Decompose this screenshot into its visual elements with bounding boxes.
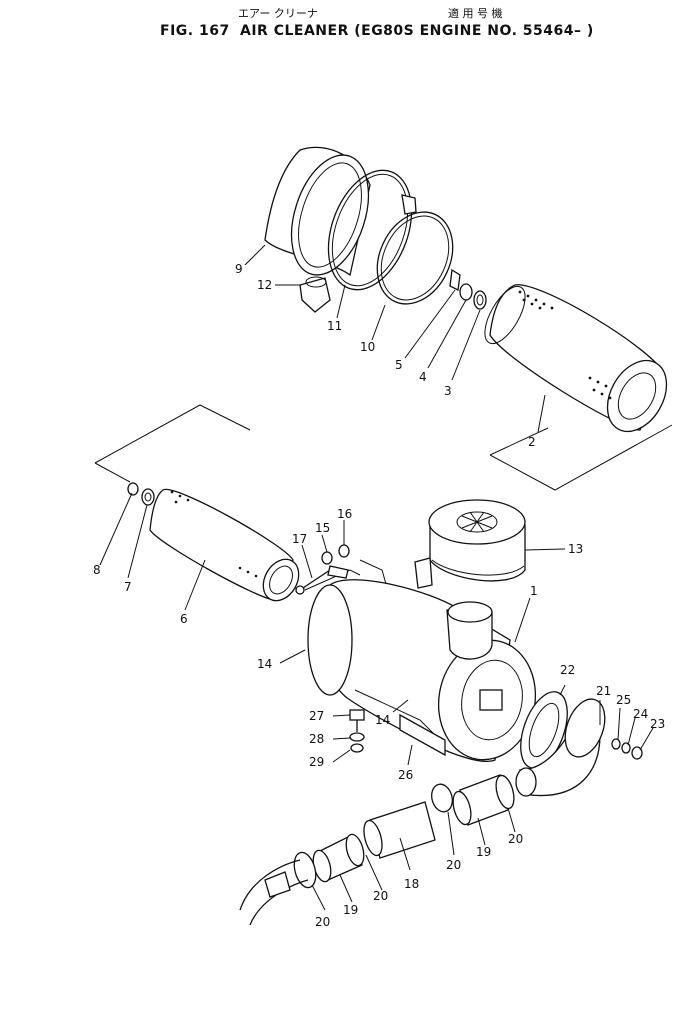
pre-cleaner xyxy=(414,499,526,589)
outer-element xyxy=(484,284,673,491)
mounting-hardware xyxy=(295,544,387,595)
cap-assembly xyxy=(264,146,487,313)
callout-labels: 1 2 3 4 5 6 7 8 9 10 11 12 13 14 14 15 1… xyxy=(93,262,665,929)
callout-28: 28 xyxy=(309,732,324,746)
leader-lines xyxy=(99,244,654,911)
callout-23: 23 xyxy=(650,717,665,731)
callout-12: 12 xyxy=(257,278,272,292)
jp-part-name: エアー クリーナ xyxy=(238,7,318,20)
figure-number: FIG. 167 xyxy=(160,23,230,39)
callout-20-c: 20 xyxy=(373,889,388,903)
callout-16: 16 xyxy=(337,507,352,521)
perforation-dots xyxy=(518,290,612,400)
callout-4: 4 xyxy=(419,370,427,384)
figure-title: AIR CLEANER (EG80S ENGINE NO. 55464– ) xyxy=(240,23,594,39)
callout-18: 18 xyxy=(404,877,419,891)
intake-hoses xyxy=(239,774,515,926)
callout-9: 9 xyxy=(235,262,243,276)
callout-11: 11 xyxy=(327,319,342,333)
callout-20-d: 20 xyxy=(315,915,330,929)
jp-applicable-label: 適 用 号 機 xyxy=(448,6,503,20)
callout-8: 8 xyxy=(93,563,101,577)
callout-19-b: 19 xyxy=(343,903,358,917)
callout-20-a: 20 xyxy=(508,832,523,846)
callout-20-b: 20 xyxy=(446,858,461,872)
callout-6: 6 xyxy=(180,612,188,626)
callout-25: 25 xyxy=(616,693,631,707)
callout-14-a: 14 xyxy=(257,657,272,671)
inner-element xyxy=(94,404,300,602)
callout-10: 10 xyxy=(360,340,375,354)
callout-2: 2 xyxy=(528,435,536,449)
callout-29: 29 xyxy=(309,755,324,769)
callout-7: 7 xyxy=(124,580,132,594)
callout-24: 24 xyxy=(633,707,648,721)
callout-19-a: 19 xyxy=(476,845,491,859)
outlet-parts xyxy=(515,691,643,797)
callout-27: 27 xyxy=(309,709,324,723)
callout-13: 13 xyxy=(568,542,583,556)
callout-26: 26 xyxy=(398,768,413,782)
callout-3: 3 xyxy=(444,384,452,398)
callout-15: 15 xyxy=(315,521,330,535)
callout-5: 5 xyxy=(395,358,403,372)
bolt-washers xyxy=(349,709,365,753)
callout-1: 1 xyxy=(530,584,538,598)
callout-17: 17 xyxy=(292,532,307,546)
callout-21: 21 xyxy=(596,684,611,698)
cleaner-body xyxy=(304,569,537,762)
callout-22: 22 xyxy=(560,663,575,677)
callout-14-b: 14 xyxy=(375,713,390,727)
